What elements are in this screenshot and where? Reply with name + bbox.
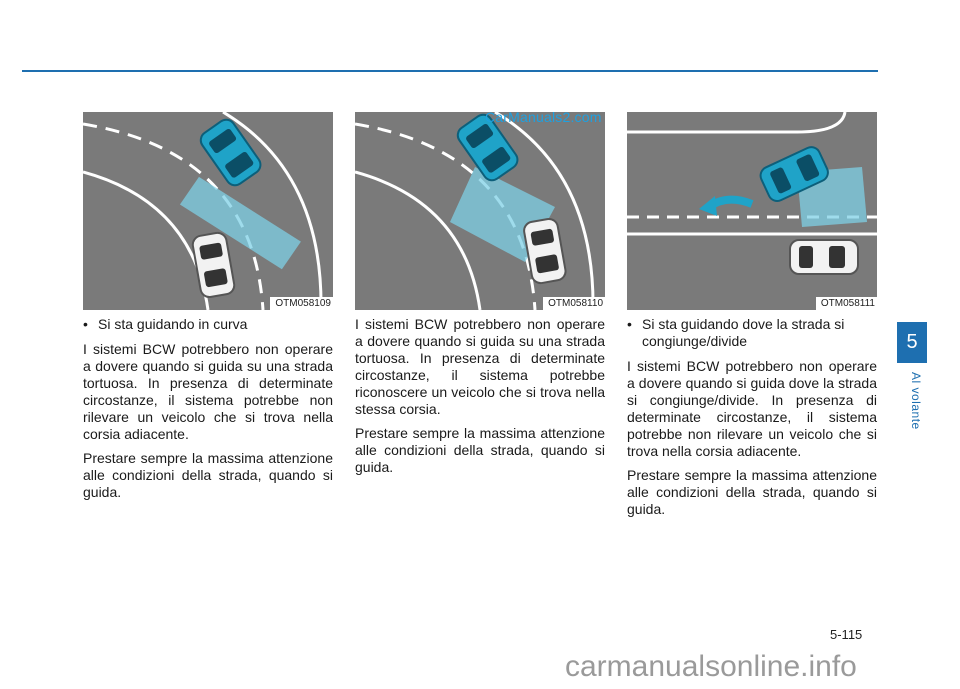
bullet-item: • Si sta guidando in curva — [83, 316, 333, 333]
blue-car — [199, 118, 262, 187]
column-1: • Si sta guidando in curva I sistemi BCW… — [83, 316, 333, 508]
white-car — [523, 217, 567, 285]
figure-code: OTM058109 — [270, 297, 333, 310]
column-2: I sistemi BCW potrebbero non operare a d… — [355, 316, 605, 483]
paragraph: Prestare sempre la massima attenzione al… — [355, 425, 605, 475]
road-illustration — [627, 112, 877, 310]
figure-merge-diverge: OTM058111 — [627, 112, 877, 310]
bullet-icon: • — [627, 316, 632, 332]
paragraph: I sistemi BCW potrebbero non operare a d… — [627, 358, 877, 459]
bullet-text: Si sta guidando dove la strada si congiu… — [642, 316, 845, 349]
column-3: • Si sta guidando dove la strada si cong… — [627, 316, 877, 525]
watermark: CarManuals2.com — [485, 109, 602, 125]
page-number: 5-115 — [830, 627, 863, 642]
road-illustration — [83, 112, 333, 310]
road-illustration — [355, 112, 605, 310]
paragraph: I sistemi BCW potrebbero non operare a d… — [83, 341, 333, 442]
paragraph: Prestare sempre la massima attenzione al… — [83, 450, 333, 500]
blue-car — [456, 113, 519, 182]
chapter-number: 5 — [897, 322, 927, 363]
paragraph: Prestare sempre la massima attenzione al… — [627, 467, 877, 517]
blue-car — [759, 146, 829, 202]
figure-code: OTM058110 — [543, 297, 605, 310]
paragraph: I sistemi BCW potrebbero non operare a d… — [355, 316, 605, 417]
bullet-item: • Si sta guidando dove la strada si cong… — [627, 316, 877, 350]
bullet-text: Si sta guidando in curva — [98, 316, 248, 332]
bullet-icon: • — [83, 316, 88, 332]
figure-curve-same-lane: OTM058110 — [355, 112, 605, 310]
white-car — [191, 231, 236, 299]
footer-watermark: carmanualsonline.info — [565, 650, 857, 683]
top-rule — [22, 70, 878, 72]
arrow-icon — [699, 196, 717, 216]
chapter-label: Al volante — [909, 372, 923, 430]
figure-curve-adjacent-lane: OTM058109 — [83, 112, 333, 310]
figure-code: OTM058111 — [815, 297, 877, 310]
white-car — [789, 239, 859, 275]
